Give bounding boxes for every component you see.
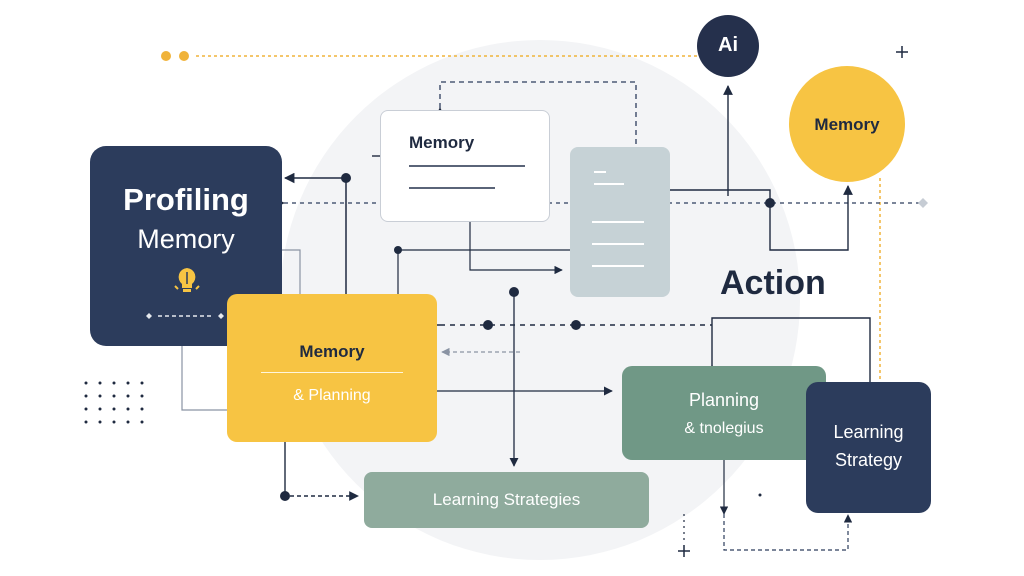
learning-strategy-line1: Learning [833,422,904,442]
list-card-line [594,171,606,173]
memory-planning-divider [261,372,403,373]
memory-circle-label: Memory [814,115,880,134]
plus-mark [678,545,690,557]
connector-line [707,317,871,382]
diamond-marker [918,198,928,208]
list-card-line [592,243,644,245]
list-card-line [592,265,644,267]
connector-line [670,185,853,251]
list-card-line [594,183,624,185]
connector-line [469,222,563,275]
memory-circle[interactable]: Memory [789,66,905,182]
action-label: Action [720,264,826,302]
planning-subtitle: & tnolegius [684,420,764,437]
profiling-title: Profiling [123,182,249,217]
memory-card[interactable]: Memory [380,110,550,222]
memory-planning-subtitle: & Planning [293,387,371,404]
junction-dot [394,246,402,254]
memory-planning-box[interactable]: Memory & Planning [227,294,437,442]
memory-card-line [409,187,495,189]
junction-dot [509,287,519,297]
dashed-loop-connector [435,81,637,150]
planning-title: Planning [688,390,760,410]
list-card[interactable] [570,147,670,297]
junction-dot [483,320,493,330]
connector-line [181,346,227,411]
learning-strategies-label: Learning Strategies [432,490,581,509]
dashed-loop-connector [723,514,853,551]
learning-strategies-box[interactable]: Learning Strategies [364,472,649,528]
learning-strategy-box[interactable]: Learning Strategy [806,382,931,513]
ai-circle[interactable]: Ai [697,15,759,77]
orange-dot [161,51,171,61]
plus-mark [896,46,908,58]
memory-card-title: Memory [409,133,475,152]
planning-box[interactable]: Planning & tnolegius [622,366,826,460]
memory-card-line [409,165,525,167]
ai-circle-label: Ai [718,34,738,56]
profiling-subtitle: Memory [137,224,235,254]
list-card-line [592,221,644,223]
lightbulb-icon [174,268,200,292]
memory-planning-title: Memory [299,342,365,361]
dot-grid [84,381,144,424]
junction-dot [765,198,775,208]
junction-dot [280,491,290,501]
orange-dot [179,51,189,61]
small-dot [758,493,762,497]
connector-line [282,249,301,294]
profiling-decor-line [146,313,224,319]
junction-dot [571,320,581,330]
learning-strategy-line2: Strategy [834,450,903,470]
